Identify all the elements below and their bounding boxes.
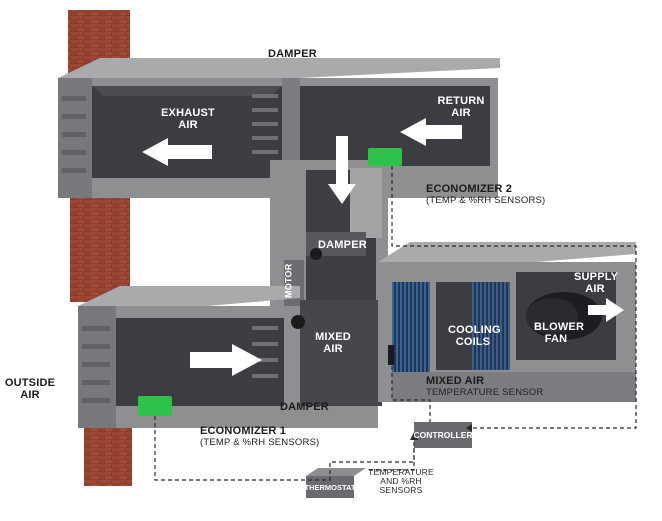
label-economizer-1: ECONOMIZER 1 (TEMP & %RH SENSORS) (200, 425, 320, 448)
label-damper-top: DAMPER (268, 48, 317, 60)
label-exhaust-air: EXHAUST AIR (161, 107, 215, 131)
air-handler-unit (378, 242, 636, 402)
economizer-1-subtitle: (TEMP & %RH SENSORS) (200, 436, 320, 448)
airflow-arrows (142, 118, 624, 376)
outside-air-arrow (190, 344, 262, 376)
economizer-1-sensor (138, 396, 172, 416)
label-motor: MOTOR (283, 263, 294, 298)
label-mixed-air-sensor: MIXED AIR TEMPERATURE SENSOR (426, 375, 544, 398)
label-return-air: RETURN AIR (437, 95, 485, 119)
mixed-air-sensor-title: MIXED AIR (426, 375, 485, 387)
brick-chimney (68, 10, 132, 486)
mixed-air-sensor-subtitle: TEMPERATURE SENSOR (426, 386, 544, 398)
label-damper-mid: DAMPER (318, 239, 367, 251)
label-economizer-2: ECONOMIZER 2 (TEMP & %RH SENSORS) (426, 183, 546, 206)
down-arrow (328, 136, 356, 204)
label-supply-air: SUPPLY AIR (574, 271, 619, 295)
label-mixed-air: MIXED AIR (315, 331, 351, 355)
wiring-arrowheads (410, 424, 472, 440)
exhaust-arrow (142, 138, 212, 166)
controller-box (414, 422, 472, 448)
mixed-air-temp-sensor (388, 345, 394, 365)
lower-duct (78, 286, 382, 428)
label-blower-fan: BLOWER FAN (534, 321, 585, 345)
controller-label: CONTROLLER (413, 430, 473, 440)
economizer-2-subtitle: (TEMP & %RH SENSORS) (426, 194, 546, 206)
return-arrow (400, 118, 462, 146)
economizer-1-title: ECONOMIZER 1 (200, 425, 287, 437)
thermostat-box (306, 476, 354, 498)
label-cooling-coils: COOLING COILS (448, 324, 501, 348)
supply-arrow (588, 298, 624, 322)
economizer-2-title: ECONOMIZER 2 (426, 183, 513, 195)
label-damper-bottom: DAMPER (280, 401, 329, 413)
thermostat-label: THERMOSTAT (304, 482, 356, 492)
label-outside-air: OUTSIDE AIR (4, 377, 56, 401)
control-wiring (154, 166, 637, 481)
economizer-2-sensor (368, 148, 402, 166)
label-temperature-rh-sensors: TEMPERATURE AND %RH SENSORS (368, 467, 434, 495)
